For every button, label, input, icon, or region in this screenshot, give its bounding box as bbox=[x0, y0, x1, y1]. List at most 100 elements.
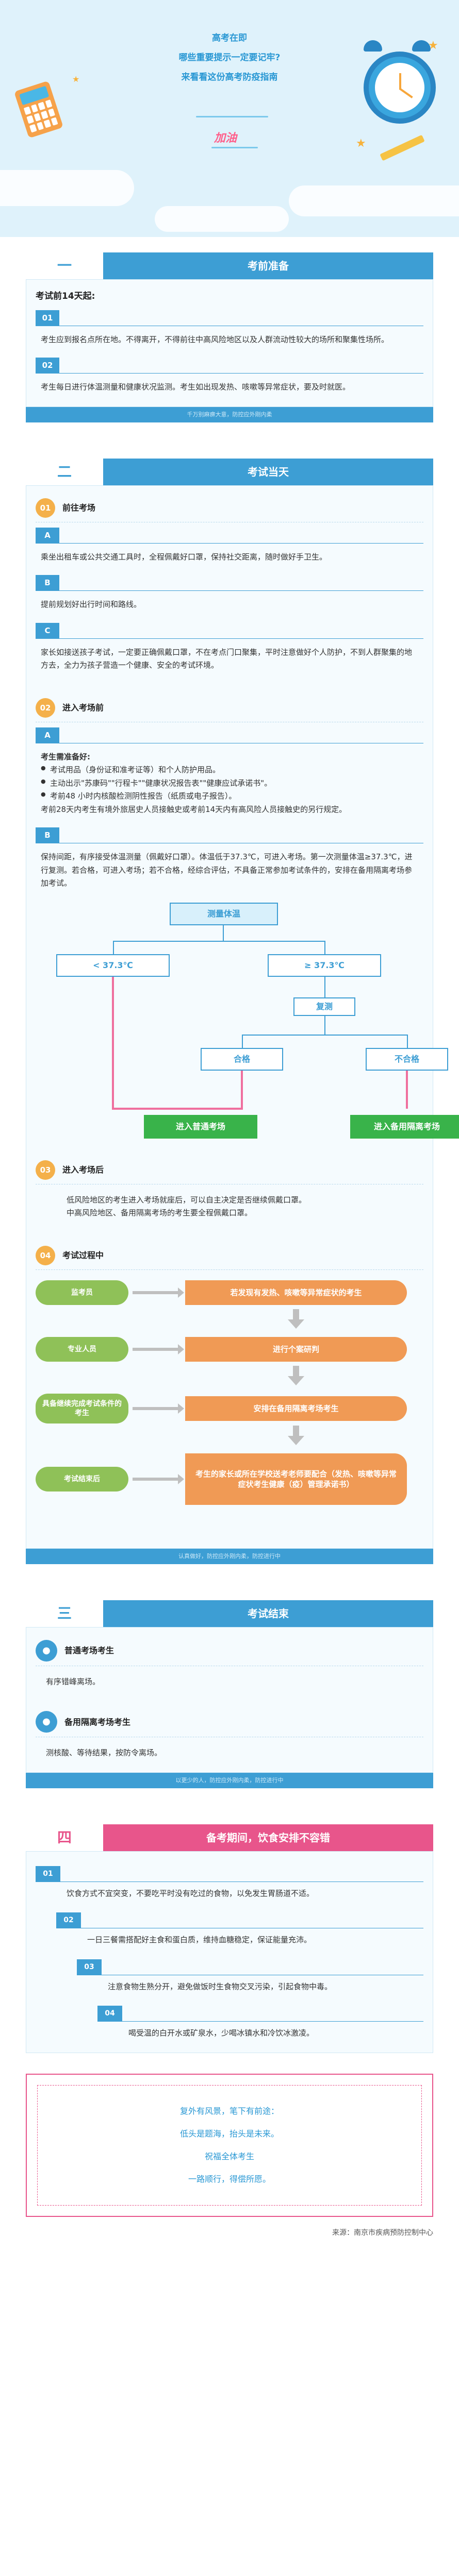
section-title: 考前准备 bbox=[248, 260, 289, 272]
closing-banner: 复外有风景，笔下有前途： 低头是题海，抬头是未来。 祝福全体考生 一路顺行，得偿… bbox=[26, 2073, 433, 2217]
item-tag: 01 bbox=[36, 1866, 60, 1882]
star-icon: ★ bbox=[72, 74, 80, 84]
part-number: 04 bbox=[36, 1245, 55, 1265]
section-4-body: 01 饮食方式不宜突变，不要吃平时没有吃过的食物，以免发生胃肠道不适。 02 一… bbox=[26, 1851, 433, 2053]
item-tag: 04 bbox=[97, 2006, 122, 2022]
item-text: 注意食物生熟分开，避免做饭时生食物交叉污染，引起食物中毒。 bbox=[108, 1981, 333, 1991]
hero-text: 高考在即 哪些重要提示一定要记牢? 来看看这份高考防疫指南 bbox=[0, 28, 459, 87]
item-text: 考生每日进行体温测量和健康状况监测。考生如出现发热、咳嗽等异常症状，要及时就医。 bbox=[41, 382, 351, 392]
section-3: 三 考试结束 ● 普通考场考生 有序错峰离场。 ● 备用隔离考场考生 测核酸、等… bbox=[0, 1564, 459, 1788]
section-3-header: 三 考试结束 bbox=[26, 1600, 433, 1627]
source-credit: 来源：南京市疾病预防控制中心 bbox=[332, 2228, 433, 2237]
item-text: 喝受温的白开水或矿泉水，少喝冰镇水和冷饮冰激凌。 bbox=[128, 2028, 315, 2038]
item-tag: C bbox=[36, 622, 59, 638]
item-text: 家长如接送孩子考试，一定要正确佩戴口罩，不在考点门口聚集，平时注意做好个人防护，… bbox=[41, 647, 413, 670]
prep-bullet: 考试用品（身份证和准考证等）和个人防护用品。 bbox=[41, 764, 418, 777]
closing-line: 祝福全体考生 bbox=[204, 2151, 254, 2161]
item-tag: A bbox=[36, 527, 59, 543]
cloud-decoration bbox=[289, 185, 459, 216]
item-tag: 01 bbox=[36, 310, 59, 326]
flow-measure-temp: 测量体温 bbox=[170, 902, 278, 925]
flow-pass: 合格 bbox=[201, 1047, 283, 1071]
section-1: 一 考前准备 考试前14天起: 01 考生应到报名点所在地。不得离开，不得前往中… bbox=[0, 237, 459, 422]
section-footer: 以更少的人，防控应外刚内柔，防控进行中 bbox=[26, 1772, 433, 1788]
checkmark-icon: ● bbox=[36, 1711, 57, 1733]
calculator-icon bbox=[14, 80, 63, 139]
flow-isolation-room: 进入备用隔离考场 bbox=[350, 1114, 459, 1139]
hero-line-3: 来看看这份高考防疫指南 bbox=[181, 72, 278, 82]
section-number: 二 bbox=[26, 458, 103, 485]
section-footer: 千万别麻痹大意，防控应外刚内柔 bbox=[26, 406, 433, 422]
part-number: 01 bbox=[36, 498, 55, 518]
process-result: 安排在备用隔离考场考生 bbox=[185, 1396, 407, 1421]
cloud-decoration bbox=[155, 206, 289, 232]
flow-retest: 复测 bbox=[293, 997, 355, 1016]
hero-line-2: 哪些重要提示一定要记牢? bbox=[178, 53, 281, 63]
item-text: 保持间距，有序接受体温测量（佩戴好口罩）。体温低于37.3℃，可进入考场。第一次… bbox=[41, 852, 413, 888]
item-tag: A bbox=[36, 727, 59, 743]
item-tag: B bbox=[36, 575, 59, 591]
after-entry-line: 低风险地区的考生进入考场就座后，可以自主决定是否继续佩戴口罩。 bbox=[67, 1195, 307, 1205]
checkmark-icon: ● bbox=[36, 1639, 57, 1662]
part-header: 02 进入考场前 bbox=[36, 695, 423, 722]
after-entry-line: 中高风险地区、备用隔离考场的考生要全程佩戴口罩。 bbox=[67, 1208, 253, 1218]
prep-block: 考生需准备好: 考试用品（身份证和准考证等）和个人防护用品。 主动出示"苏康码"… bbox=[36, 747, 423, 824]
part-number: 03 bbox=[36, 1160, 55, 1180]
part-header: 01 前往考场 bbox=[36, 495, 423, 522]
flow-normal-room: 进入普通考场 bbox=[144, 1114, 257, 1139]
closing-line: 一路顺行，得偿所愿。 bbox=[188, 2174, 271, 2184]
section-title: 考试结束 bbox=[248, 1607, 289, 1620]
star-icon: ★ bbox=[428, 39, 438, 52]
hero-line-1: 高考在即 bbox=[212, 33, 247, 43]
process-label: 具备继续完成考试条件的考生 bbox=[36, 1393, 128, 1423]
item-tag: 02 bbox=[36, 358, 59, 374]
after-entry-text: 低风险地区的考生进入考场就座后，可以自主决定是否继续佩戴口罩。 中高风险地区、备… bbox=[36, 1190, 423, 1227]
part-title: 考试过程中 bbox=[62, 1250, 104, 1261]
diet-item: 03 注意食物生熟分开，避免做饭时生食物交叉污染，引起食物中毒。 bbox=[36, 1954, 423, 2001]
section-1-header: 一 考前准备 bbox=[26, 252, 433, 279]
section-footer: 认真做好，防控应外刚内柔，防控进行中 bbox=[26, 1548, 433, 1564]
section-3-body: ● 普通考场考生 有序错峰离场。 ● 备用隔离考场考生 测核酸、等待结果，按防令… bbox=[26, 1626, 433, 1773]
prep-extra: 考前28天内考生有境外旅居史人员接触史或考前14天内有高风险人员接触史的另行规定… bbox=[41, 804, 347, 814]
result-title: 普通考场考生 bbox=[64, 1646, 114, 1656]
result-title: 备用隔离考场考生 bbox=[64, 1717, 131, 1727]
result-text: 有序错峰离场。 bbox=[46, 1676, 101, 1686]
result-header: ● 备用隔离考场考生 bbox=[36, 1708, 423, 1738]
pencil-icon bbox=[380, 134, 425, 161]
section-subtitle: 考试前14天起: bbox=[36, 291, 95, 301]
deco-line bbox=[211, 147, 258, 148]
process-result: 考生的家长或所在学校送考老师要配合（发热、咳嗽等异常症状考生健康（疫）管理承诺书… bbox=[185, 1453, 407, 1505]
section-1-body: 考试前14天起: 01 考生应到报名点所在地。不得离开，不得前往中高风险地区以及… bbox=[26, 279, 433, 407]
process-result: 进行个案研判 bbox=[185, 1336, 407, 1362]
result-header: ● 普通考场考生 bbox=[36, 1637, 423, 1666]
item-tag: 03 bbox=[77, 1959, 102, 1975]
section-2-body: 01 前往考场 A 乘坐出租车或公共交通工具时，全程佩戴好口罩，保持社交距离，随… bbox=[26, 485, 459, 1549]
part-title: 进入考场后 bbox=[62, 1165, 104, 1175]
star-icon: ★ bbox=[356, 137, 366, 150]
flow-fail: 不合格 bbox=[366, 1047, 448, 1071]
temperature-flowchart: 测量体温 < 37.3℃ ≥ 37.3℃ 复测 合格 不合格 bbox=[36, 902, 459, 1145]
part-title: 进入考场前 bbox=[62, 703, 104, 713]
section-4: 四 备考期间，饮食安排不容错 01 饮食方式不宜突变，不要吃平时没有吃过的食物，… bbox=[0, 1788, 459, 2053]
item-tag: B bbox=[36, 827, 59, 843]
closing-line: 复外有风景，笔下有前途： bbox=[179, 2106, 279, 2116]
closing-line: 低头是题海，抬头是未来。 bbox=[179, 2128, 279, 2139]
section-2: 二 考试当天 01 前往考场 A 乘坐出租车或公共交通工具时，全程佩戴好口罩，保… bbox=[0, 422, 459, 1564]
cloud-decoration bbox=[0, 170, 134, 206]
hero-cheer: 加油 bbox=[214, 132, 237, 145]
process-label: 考试结束后 bbox=[36, 1466, 128, 1492]
diet-item: 01 饮食方式不宜突变，不要吃平时没有吃过的食物，以免发生胃肠道不适。 bbox=[36, 1861, 423, 1908]
prep-title: 考生需准备好: bbox=[41, 752, 90, 761]
part-title: 前往考场 bbox=[62, 503, 96, 513]
closing-text: 复外有风景，笔下有前途： 低头是题海，抬头是未来。 祝福全体考生 一路顺行，得偿… bbox=[37, 2084, 422, 2206]
prep-bullet: 考前48 小时内核酸检测阴性报告（纸质或电子报告）。 bbox=[41, 790, 418, 803]
section-number: 一 bbox=[26, 252, 103, 279]
diet-item: 02 一日三餐需搭配好主食和蛋白质，维持血糖稳定，保证能量充沛。 bbox=[36, 1907, 423, 1954]
item-text: 乘坐出租车或公共交通工具时，全程佩戴好口罩，保持社交距离，随时做好手卫生。 bbox=[41, 552, 327, 562]
alarm-clock-icon bbox=[364, 40, 436, 124]
process-result: 若发现有发热、咳嗽等异常症状的考生 bbox=[185, 1280, 407, 1305]
exam-process: 监考员 若发现有发热、咳嗽等异常症状的考生 专业人员 进行个案研判 具备继续完成… bbox=[36, 1275, 423, 1543]
deco-line bbox=[196, 116, 268, 117]
section-number: 三 bbox=[26, 1600, 103, 1627]
page: 高考在即 哪些重要提示一定要记牢? 来看看这份高考防疫指南 加油 ★ ★ ★ 一… bbox=[0, 0, 459, 2250]
